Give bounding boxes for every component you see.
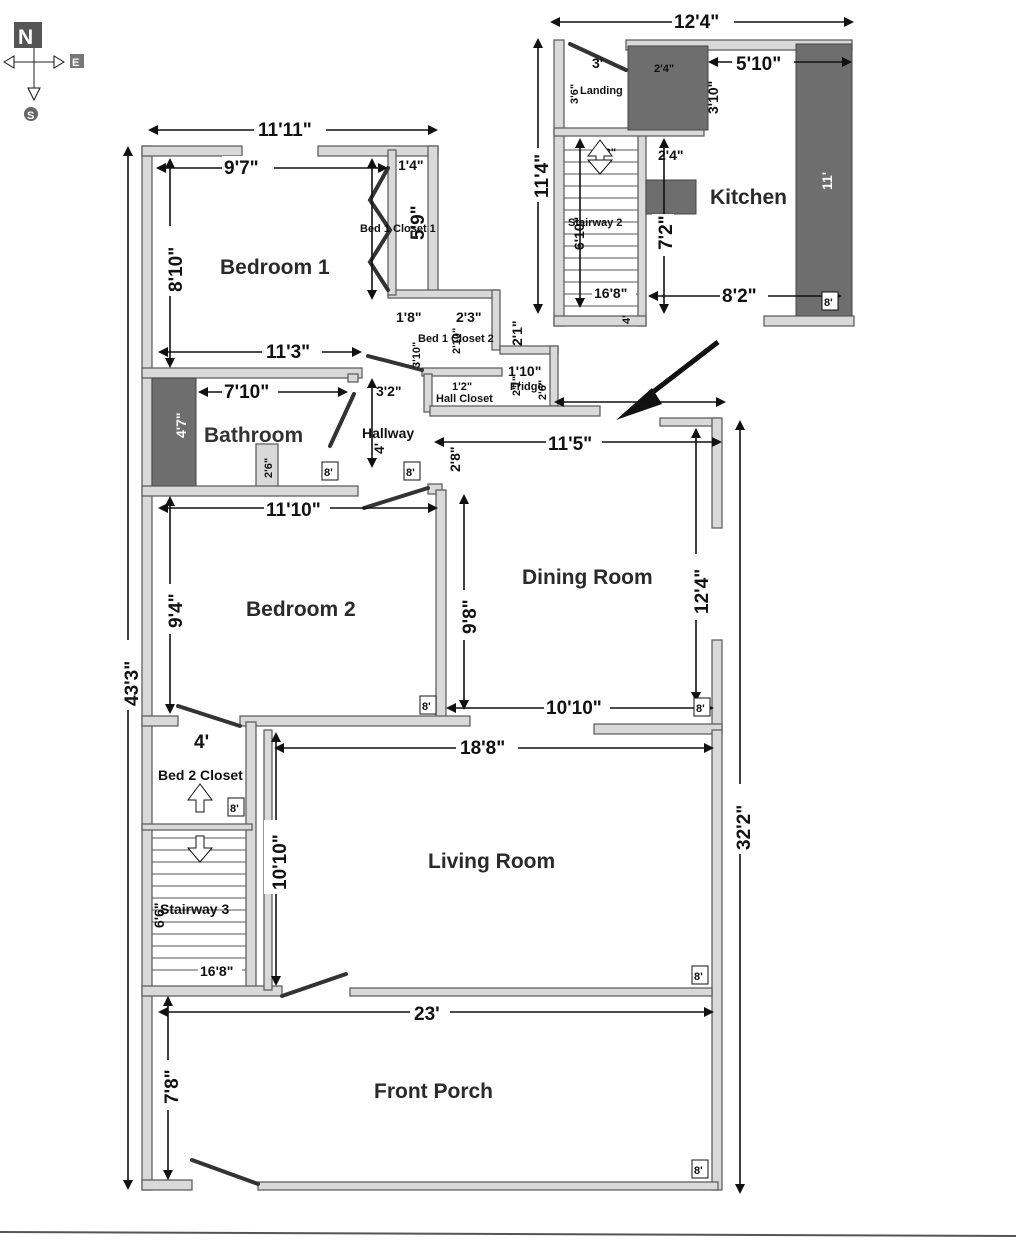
room-labels: Bedroom 1 Bathroom Hallway Bedroom 2 Din… (158, 85, 787, 1103)
room-stairway-3: Stairway 3 (160, 901, 229, 917)
room-porch: Front Porch (374, 1080, 493, 1103)
room-bed1-closet2: Bed 1 Closet 2 (418, 333, 494, 345)
room-bed1-closet1: Bed 1 Closet 1 (360, 223, 436, 235)
walls (141, 145, 723, 1191)
dim-fridge-h: 2'6" (537, 380, 549, 400)
dim-total-h: 43'3" (122, 661, 143, 706)
dim-counter: 11' (819, 172, 835, 190)
dim-right-h: 32'2" (734, 805, 755, 850)
ceiling-bath: 8' (324, 467, 333, 479)
dim-closet2-c: 2'10" (451, 328, 463, 354)
dim-kitchen-e: 5'10" (736, 54, 781, 75)
dim-bed2-h: 9'4" (166, 593, 187, 628)
dim-bed1-width: 11'11" (258, 120, 312, 141)
dim-bed1-inner: 9'7" (224, 158, 259, 179)
dim-living-w: 18'8" (460, 738, 505, 759)
dim-stair2-run: 16'8" (594, 285, 627, 301)
dim-bed2-closet: 4' (194, 732, 209, 753)
dimension-labels: 11'11" 9'7" 1'4" 5'9" 8'10" 1'8" 2'3" 2'… (116, 10, 835, 1110)
room-bedroom-1: Bedroom 1 (220, 256, 330, 279)
dim-dining-w: 10'10" (546, 698, 602, 719)
dim-closet2-a: 1'8" (396, 309, 422, 325)
compass-icon: N E S (3, 22, 84, 122)
room-kitchen: Kitchen (710, 186, 787, 209)
room-dining: Dining Room (522, 566, 653, 589)
dim-land-d: 3'10" (705, 81, 721, 114)
dim-fridge-w: 1'10" (508, 363, 541, 379)
dim-hall-closet-w: 1'2" (452, 381, 472, 393)
room-hallway: Hallway (362, 425, 414, 441)
dim-bed2-w: 11'10" (266, 500, 321, 521)
dim-stair2-low: 4' (621, 315, 633, 324)
dim-hall-closet-h: 2'1" (511, 376, 523, 396)
ceiling-kitchen: 8' (824, 297, 833, 309)
kitchen-walls (553, 39, 855, 327)
dim-kitchen-w: 12'4" (674, 12, 719, 33)
room-bedroom-2: Bedroom 2 (246, 598, 356, 621)
dim-dining-h: 12'4" (692, 569, 713, 614)
ceiling-living: 8' (694, 971, 703, 983)
ceiling-porch: 8' (694, 1165, 703, 1177)
room-landing: Landing (580, 85, 623, 97)
room-fridge: Fridge (510, 381, 544, 393)
dim-closet2-e: 3'10" (411, 342, 423, 368)
dim-bed1-closet-h: 5'9" (408, 205, 429, 240)
ceiling-badges: 8' 8' 8' 8' 8' 8' 8' 8' (227, 291, 839, 1179)
dim-hall-a: 3'2" (376, 383, 402, 399)
ceiling-bed2: 8' (422, 701, 431, 713)
dim-tub: 2'6" (263, 458, 275, 478)
dim-stair3-h: 6'6" (151, 902, 167, 928)
dim-bed2-e: 9'8" (460, 599, 481, 634)
room-stairway-2: Stairway 2 (568, 217, 622, 229)
dim-bath-top: 11'3" (266, 342, 310, 363)
dim-living-h: 10'10" (270, 834, 291, 890)
dim-kitchen-a: 2'4" (658, 147, 684, 163)
dim-bed1-closet-w: 1'4" (398, 157, 424, 173)
room-bed2-closet: Bed 2 Closet (158, 767, 243, 783)
room-hall-closet: Hall Closet (436, 393, 493, 405)
dim-porch-w: 23' (414, 1004, 440, 1025)
dim-stair3-run: 16'8" (200, 963, 233, 979)
dim-hall-h: 4' (371, 443, 387, 454)
dim-bed1-height: 8'10" (166, 247, 187, 292)
dim-kitchen-h: 7'2" (656, 215, 677, 250)
dim-kitchen-total: 11'4" (532, 154, 553, 198)
dim-hall-w: 2'8" (447, 446, 463, 472)
dim-kitchen-bottom: 8'2" (722, 286, 757, 307)
room-living: Living Room (428, 850, 555, 873)
dim-land-w: 3' (592, 55, 603, 71)
ceiling-bed2-closet: 8' (230, 803, 239, 815)
dim-closet2-d: 2'1" (509, 320, 525, 346)
stair-arrow-icons (186, 139, 614, 863)
compass-east: E (72, 57, 79, 69)
ceiling-hall: 8' (406, 467, 415, 479)
dim-land-h: 3'6" (569, 84, 581, 104)
dim-dining-top: 11'5" (548, 434, 592, 455)
ceiling-dining: 8' (696, 703, 705, 715)
compass-north: N (18, 26, 33, 49)
dim-closet2-b: 2'3" (456, 309, 482, 325)
dim-porch-h: 7'8" (162, 1069, 183, 1104)
room-bathroom: Bathroom (204, 424, 303, 447)
dim-land-c: 2'4" (654, 63, 674, 75)
dim-bath-w: 7'10" (224, 382, 269, 403)
dim-stair2-h: 6'10" (571, 217, 587, 250)
compass-south: S (27, 110, 34, 122)
dim-bath-h: 4'7" (173, 412, 189, 438)
